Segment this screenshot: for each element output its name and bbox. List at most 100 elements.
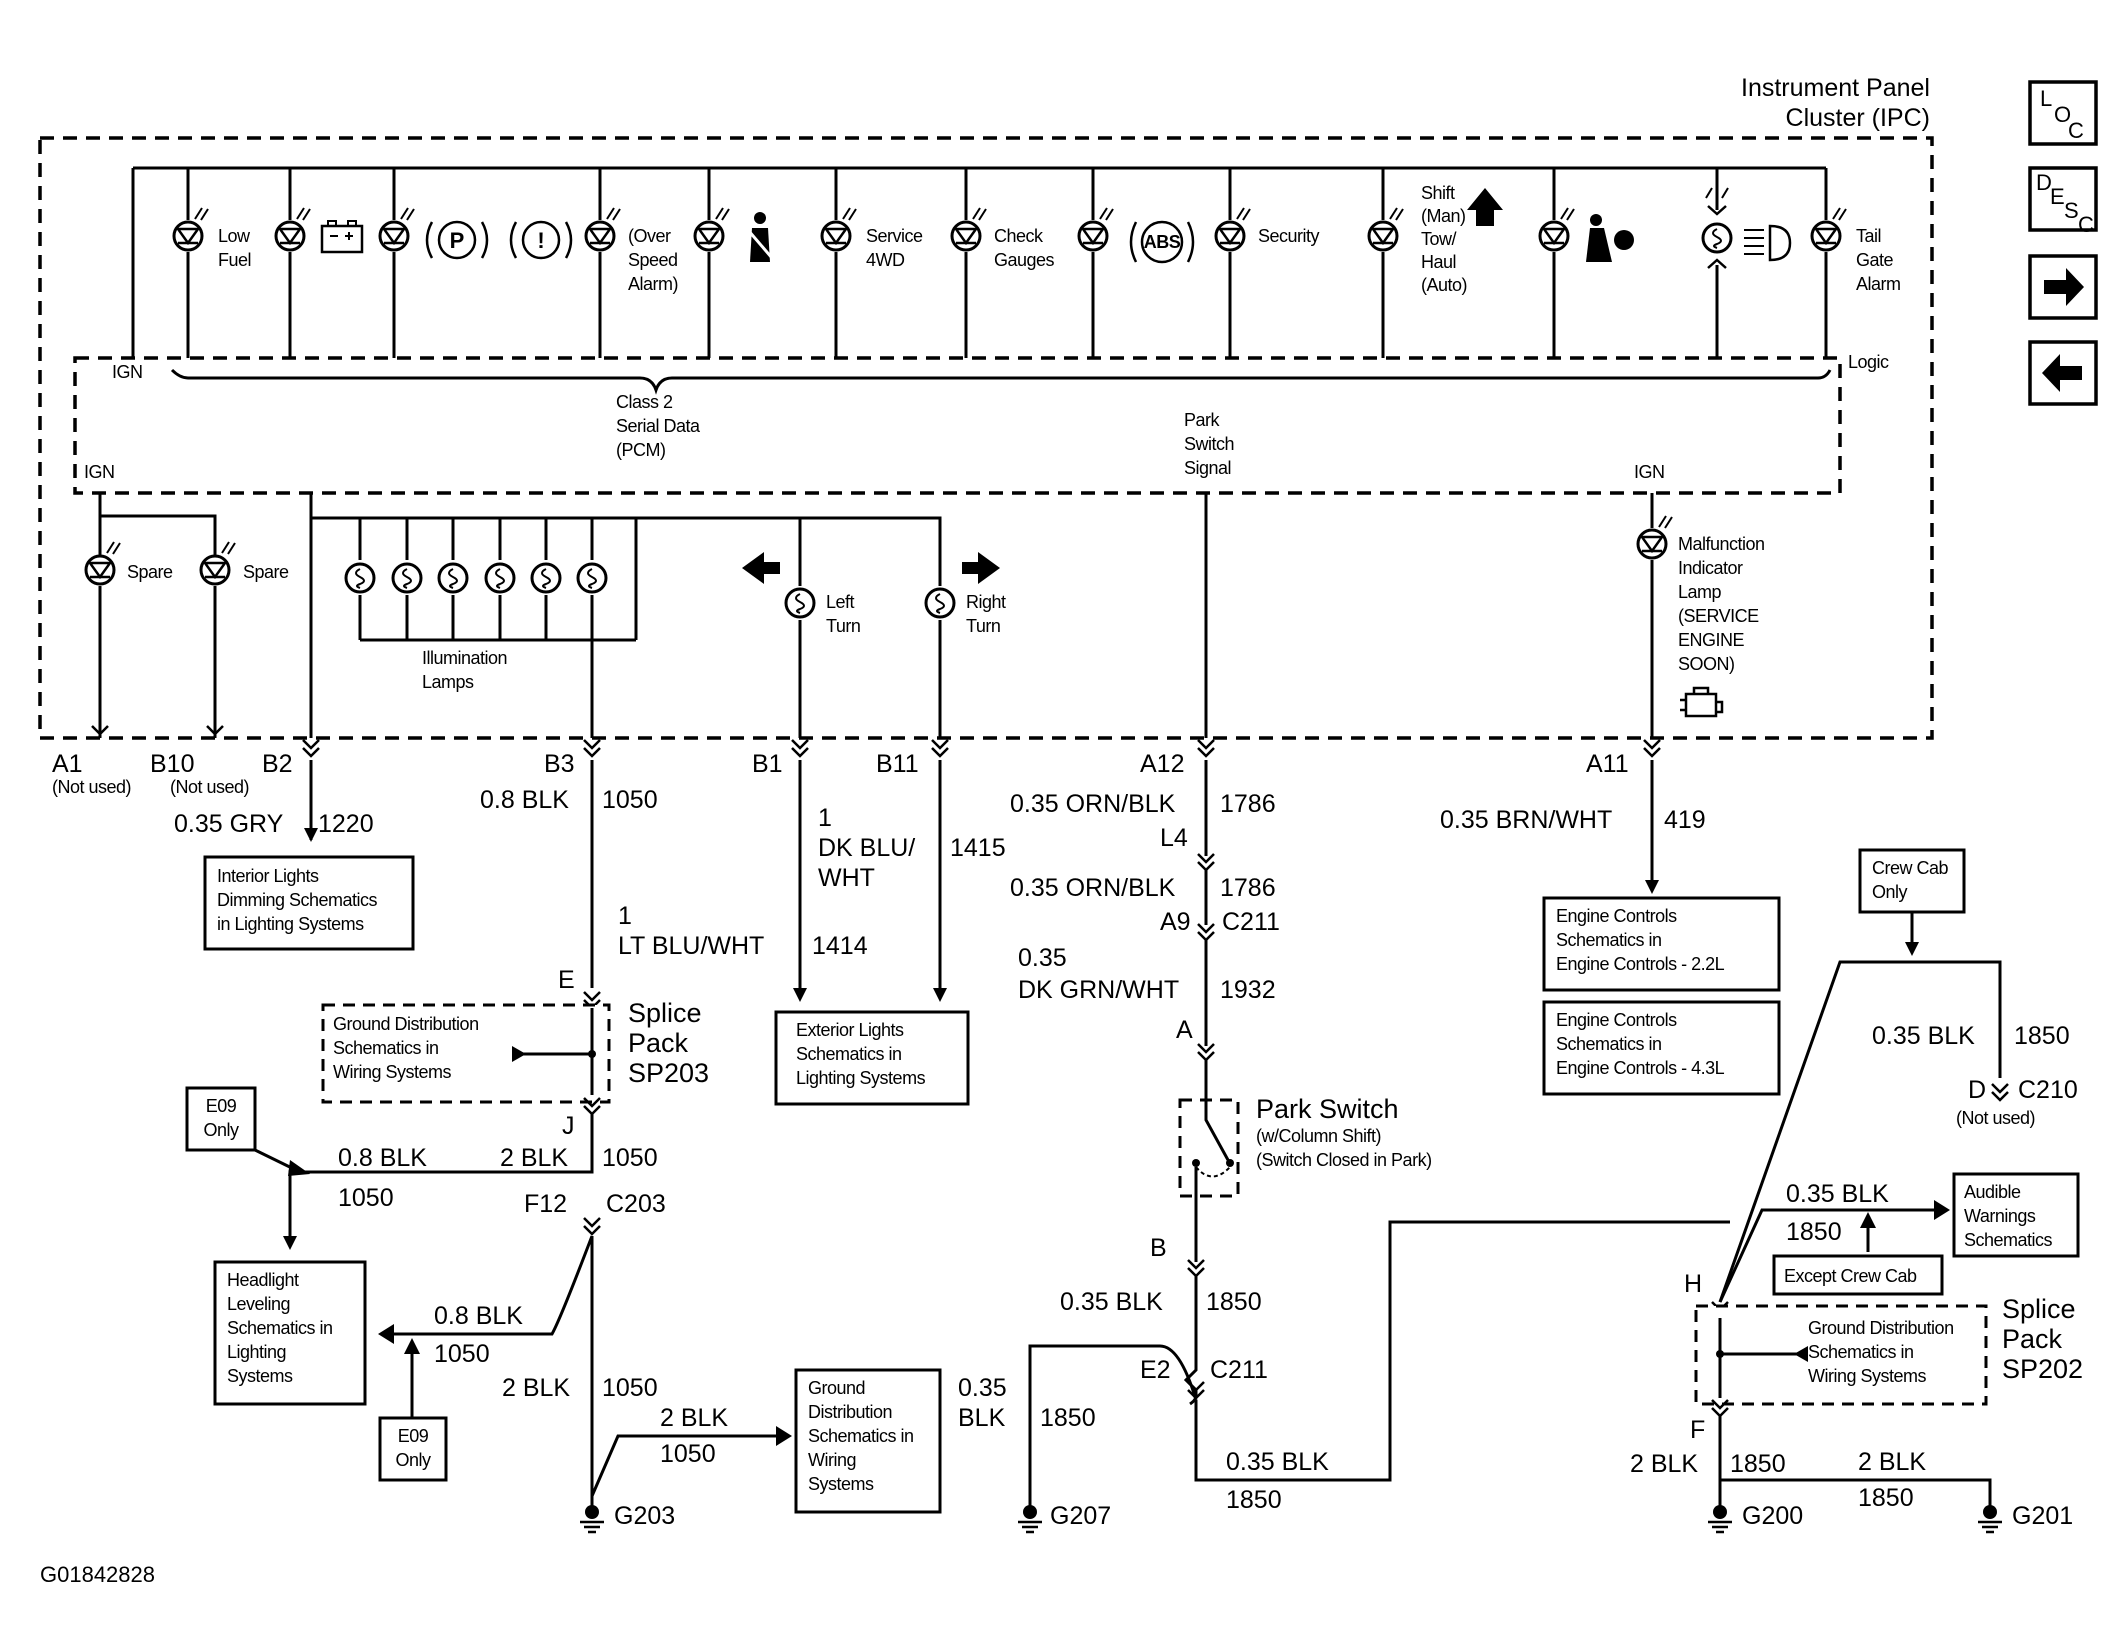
- gd-sp202-line1: Ground Distribution: [1808, 1318, 1954, 1338]
- bot-035-color: 0.35 BLK: [1226, 1448, 1329, 1476]
- park-b-lower: [1183, 1220, 1730, 1482]
- ipc-border: [38, 136, 1934, 740]
- loc-button[interactable]: L O C: [2028, 80, 2098, 146]
- f12: F12: [524, 1190, 567, 1218]
- pin-b2: B2: [262, 750, 293, 778]
- park-switch-line2: (w/Column Shift): [1256, 1126, 1381, 1146]
- eng43-box[interactable]: [1542, 1000, 1781, 1096]
- g201-2blk-circuit: 1850: [1858, 1484, 1914, 1512]
- mil-label-6: SOON): [1678, 654, 1735, 674]
- check-gauges-label-2: Gauges: [994, 250, 1055, 270]
- cc-035-color: 0.35 BLK: [1872, 1022, 1975, 1050]
- audible-line2: Warnings: [1964, 1206, 2036, 1226]
- ipc-title-2: Cluster (IPC): [1786, 104, 1930, 132]
- service-4wd-lamp: [820, 206, 858, 252]
- spare2-lamp: [199, 540, 237, 586]
- park-switch-title: Park Switch: [1256, 1094, 1399, 1124]
- conn-l4: [1196, 852, 1216, 872]
- interior-lights-box[interactable]: [203, 855, 415, 951]
- pin-a1: A1: [52, 750, 83, 778]
- audible-arrow: [1934, 1200, 1950, 1220]
- j-2blk-color: 2 BLK: [500, 1144, 568, 1172]
- right-turn-bulb: [924, 587, 956, 619]
- gd-mid-box[interactable]: [794, 1368, 942, 1514]
- serial-data-label-3: (PCM): [616, 440, 666, 460]
- conn-b2: [301, 738, 321, 758]
- over-speed-label: (Over: [628, 226, 671, 246]
- g200-ground-icon: [1706, 1503, 1734, 1534]
- check-gauges-lamp: [950, 206, 988, 252]
- next-button[interactable]: [2028, 254, 2098, 320]
- logic-box: [73, 356, 1842, 495]
- pin-b: B: [1150, 1234, 1167, 1262]
- b3-color: 0.8 BLK: [480, 786, 569, 814]
- svg-text:P: P: [450, 228, 465, 253]
- e09-bot-1: E09: [398, 1426, 429, 1446]
- exterior-lights-box[interactable]: [774, 1010, 970, 1106]
- loc-o: O: [2054, 102, 2071, 127]
- g203-label: G203: [614, 1502, 675, 1530]
- sp202-label-2: Pack: [2002, 1324, 2063, 1354]
- crew-cab-wire: [1718, 960, 2002, 1303]
- headlight-line1: Headlight: [227, 1270, 299, 1290]
- pin-a12: A12: [1140, 750, 1184, 778]
- tail-gate-label-3: Alarm: [1856, 274, 1901, 294]
- eng22-line3: Engine Controls - 2.2L: [1556, 954, 1725, 974]
- exterior-line2: Schematics in: [796, 1044, 902, 1064]
- desc-button[interactable]: D E S C: [2028, 166, 2098, 237]
- a12-circuit: 1786: [1220, 790, 1276, 818]
- d-note: (Not used): [1956, 1108, 2035, 1128]
- shift-label: Shift: [1421, 183, 1455, 203]
- g201-label: G201: [2012, 1502, 2073, 1530]
- bot-035-circuit: 1850: [1226, 1486, 1282, 1514]
- prev-button[interactable]: [2028, 340, 2098, 406]
- sp202-label-3: SP202: [2002, 1354, 2083, 1384]
- pin-b1: B1: [752, 750, 783, 778]
- airbag-icon: [1586, 214, 1634, 262]
- illum-bulb-6: [576, 562, 608, 594]
- pin-a1-note: (Not used): [52, 777, 131, 797]
- exterior-line1: Exterior Lights: [796, 1020, 904, 1040]
- interior-lights-line1: Interior Lights: [217, 866, 319, 886]
- except-crew-cab-label: Except Crew Cab: [1784, 1266, 1917, 1286]
- b11-circuit: 1414: [812, 932, 868, 960]
- ign-left: IGN: [84, 462, 115, 482]
- pin-a11: A11: [1586, 750, 1629, 778]
- shift-label-5: (Auto): [1421, 275, 1467, 295]
- except-crew-cab-box: [1772, 1254, 1944, 1296]
- spare2-label: Spare: [243, 562, 289, 582]
- b2-arrow: [304, 828, 318, 842]
- conn-f12: [582, 1216, 602, 1236]
- airbag-lamp: [1538, 206, 1576, 252]
- mil-lamp: [1636, 514, 1674, 560]
- c211b: C211: [1210, 1356, 1268, 1384]
- hl-08-circuit: 1050: [434, 1340, 490, 1368]
- g207-gauge: 0.35: [958, 1374, 1007, 1402]
- logic-label: Logic: [1848, 352, 1889, 372]
- engine-icon: [1680, 686, 1724, 718]
- e09-top-1: E09: [206, 1096, 237, 1116]
- audible-line3: Schematics: [1964, 1230, 2053, 1250]
- audible-box[interactable]: [1952, 1172, 2080, 1258]
- gd-sp202-line3: Wiring Systems: [1808, 1366, 1927, 1386]
- serial-data-label-2: Serial Data: [616, 416, 701, 436]
- illum-bulb-1: [344, 562, 376, 594]
- headlight-box[interactable]: [213, 1260, 367, 1406]
- gd-mid-line2: Distribution: [808, 1402, 892, 1422]
- illum-label-2: Lamps: [422, 672, 474, 692]
- svg-text:!: !: [537, 228, 544, 253]
- sp203-label-2: Pack: [628, 1028, 689, 1058]
- sp203-arrow: [512, 1046, 526, 1062]
- park-switch-link: [1195, 1166, 1231, 1178]
- desc-c: C: [2078, 212, 2094, 237]
- e09-bot-arrow: [404, 1338, 420, 1354]
- eng22-line1: Engine Controls: [1556, 906, 1677, 926]
- gd-mid-line3: Schematics in: [808, 1426, 914, 1446]
- interior-lights-line2: Dimming Schematics: [217, 890, 378, 910]
- eng22-box[interactable]: [1542, 896, 1781, 992]
- park-switch-box: [1178, 1098, 1240, 1198]
- e09-08-circuit: 1050: [338, 1184, 394, 1212]
- tail-gate-label-2: Gate: [1856, 250, 1894, 270]
- e09-top-arrow: [288, 1160, 310, 1176]
- cc-035-circuit: 1850: [2014, 1022, 2070, 1050]
